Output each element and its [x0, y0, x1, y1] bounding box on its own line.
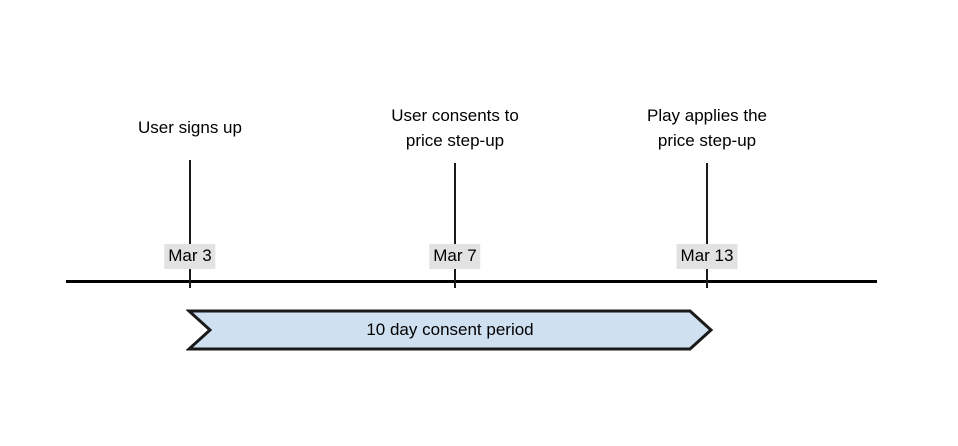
event-stem	[706, 163, 708, 288]
consent-period-label: 10 day consent period	[366, 320, 534, 339]
event-title: Play applies the price step-up	[647, 103, 767, 153]
event-date-label: Mar 13	[676, 244, 738, 269]
timeline-axis	[66, 280, 877, 283]
event-title-line: User signs up	[138, 118, 242, 137]
event-stem	[189, 160, 191, 288]
event-title: User signs up	[138, 115, 242, 140]
event-title-line: price step-up	[405, 131, 505, 150]
event-title-line: User consents to	[391, 106, 519, 125]
event-title: User consents to price step-up	[391, 103, 519, 153]
event-stem	[454, 163, 456, 288]
consent-period-banner: 10 day consent period	[186, 308, 714, 352]
event-date-label: Mar 7	[429, 244, 481, 269]
event-title-line: Play applies the	[646, 106, 768, 125]
banner-chevron-polygon	[186, 309, 714, 351]
banner-chevron-shape	[186, 309, 714, 351]
event-title-line: price step-up	[657, 131, 757, 150]
event-date-label: Mar 3	[164, 244, 216, 269]
